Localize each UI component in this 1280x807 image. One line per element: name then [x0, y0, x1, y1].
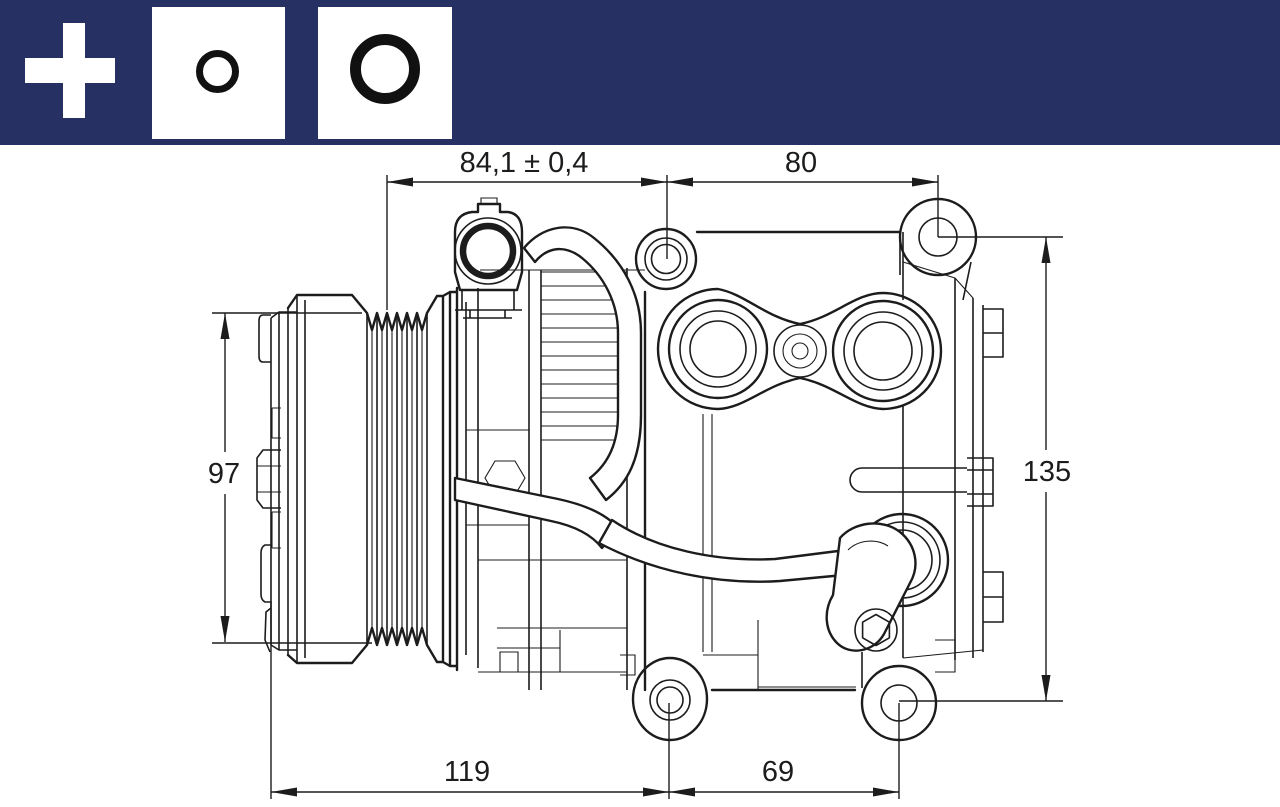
o-ring-large-box — [318, 7, 452, 139]
dim-height: 135 — [899, 237, 1071, 702]
mounting-ear-top — [634, 227, 698, 291]
dimension-label-height: 135 — [1023, 456, 1071, 488]
dimension-label-bottom-right-length: 69 — [762, 756, 794, 788]
port-right — [831, 299, 935, 403]
o-ring-large-icon — [350, 34, 420, 104]
dim-top-width: 84,1 ± 0,4 — [386, 147, 668, 310]
dim-top-right-width: 80 — [667, 147, 1063, 238]
clutch-plates — [256, 308, 297, 655]
dim-bottom-right-length: 69 — [669, 703, 900, 799]
port-left — [667, 298, 769, 400]
dim-bottom-left-length: 119 — [270, 601, 670, 799]
front-housing-ribs — [465, 268, 713, 690]
rear-head-studs — [849, 308, 1004, 623]
o-ring-small-icon — [196, 50, 239, 93]
compressor-body — [643, 230, 1004, 692]
header-bar — [0, 0, 1280, 145]
rear-end-plate — [902, 261, 984, 673]
mounting-ear-bottom-left — [620, 654, 709, 742]
plus-icon — [25, 23, 115, 118]
wire-harness — [453, 226, 917, 652]
terminal-hex-bolt — [854, 608, 898, 652]
dim-pulley-diameter: 97 — [208, 312, 372, 644]
pulley-assembly — [286, 286, 459, 672]
electrical-connector — [453, 197, 524, 319]
dimension-label-pulley-diameter: 97 — [208, 458, 240, 490]
port-bosses — [656, 287, 943, 411]
dimension-label-top-right-width: 80 — [785, 147, 817, 179]
dimension-label-top-width: 84,1 ± 0,4 — [460, 147, 589, 179]
drive-shaft-hub — [256, 449, 281, 509]
center-boss — [773, 324, 827, 378]
harness-terminal-lug — [825, 522, 917, 652]
o-ring-small-box — [152, 7, 285, 139]
dimension-label-bottom-left-length: 119 — [444, 756, 490, 788]
